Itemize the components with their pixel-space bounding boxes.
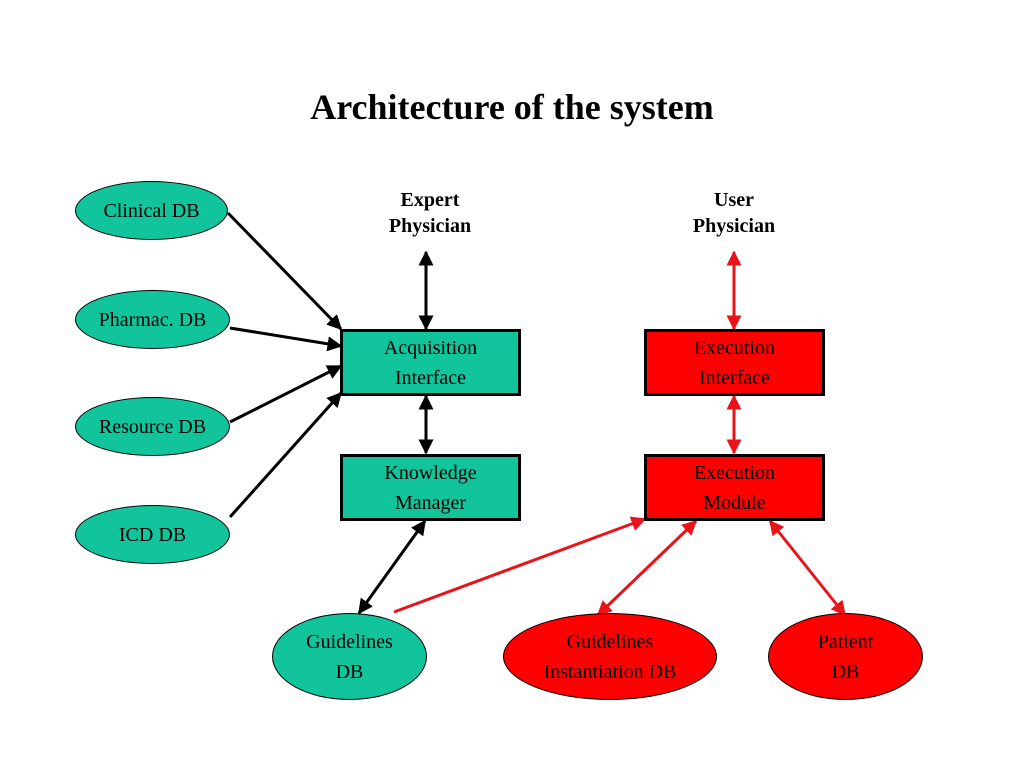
knowledge-line2: Manager: [394, 491, 467, 514]
expert-line1: Expert: [400, 189, 460, 211]
expert-line2: Physician: [388, 215, 472, 237]
guidelines-db-line2: DB: [335, 660, 364, 683]
guidelines-db-node: Guidelines DB: [272, 613, 427, 700]
acquisition-line2: Interface: [394, 366, 467, 389]
execution-module-line2: Module: [703, 491, 766, 514]
instantiation-db-line2: Instantiation DB: [543, 660, 677, 683]
resource-db-node: Resource DB: [75, 397, 230, 456]
resource-db-label: Resource DB: [98, 415, 207, 438]
clinical-db-node: Clinical DB: [75, 181, 228, 240]
arrow-resource-to-acquisition: [229, 364, 343, 424]
arrow-guidelines-to-execution: [393, 516, 647, 614]
patient-db-node: Patient DB: [768, 613, 923, 700]
acquisition-interface-box: Acquisition Interface: [340, 329, 521, 396]
user-line1: User: [714, 189, 754, 211]
guidelines-db-line1: Guidelines: [306, 630, 393, 653]
acquisition-line1: Acquisition: [383, 336, 478, 359]
arrow-execution-instantiation: [596, 519, 698, 617]
execution-module-line1: Execution: [693, 461, 776, 484]
patient-db-line1: Patient: [817, 630, 874, 653]
page-title: Architecture of the system: [310, 87, 714, 127]
clinical-db-label: Clinical DB: [103, 199, 200, 222]
user-physician-label: User Physician: [654, 187, 814, 239]
arrow-pharmac-to-acquisition: [229, 326, 343, 352]
pharmac-db-node: Pharmac. DB: [75, 290, 230, 349]
execution-interface-box: Execution Interface: [644, 329, 825, 396]
patient-db-line2: DB: [831, 660, 860, 683]
instantiation-db-line1: Guidelines: [566, 630, 654, 653]
expert-physician-label: Expert Physician: [350, 187, 510, 239]
arrow-execution-patient: [768, 519, 847, 617]
knowledge-manager-box: Knowledge Manager: [340, 454, 521, 521]
icd-db-node: ICD DB: [75, 505, 230, 564]
icd-db-label: ICD DB: [118, 523, 187, 546]
knowledge-line1: Knowledge: [384, 461, 477, 484]
guidelines-instantiation-db-node: Guidelines Instantiation DB: [503, 613, 717, 700]
user-line2: Physician: [692, 215, 776, 237]
arrow-knowledge-guidelines: [357, 519, 427, 615]
execution-module-box: Execution Module: [644, 454, 825, 521]
arrow-icd-to-acquisition: [228, 391, 343, 519]
execution-interface-line2: Interface: [698, 366, 771, 389]
execution-interface-line1: Execution: [693, 336, 776, 359]
arrow-clinical-to-acquisition: [226, 211, 343, 331]
pharmac-db-label: Pharmac. DB: [98, 308, 207, 331]
